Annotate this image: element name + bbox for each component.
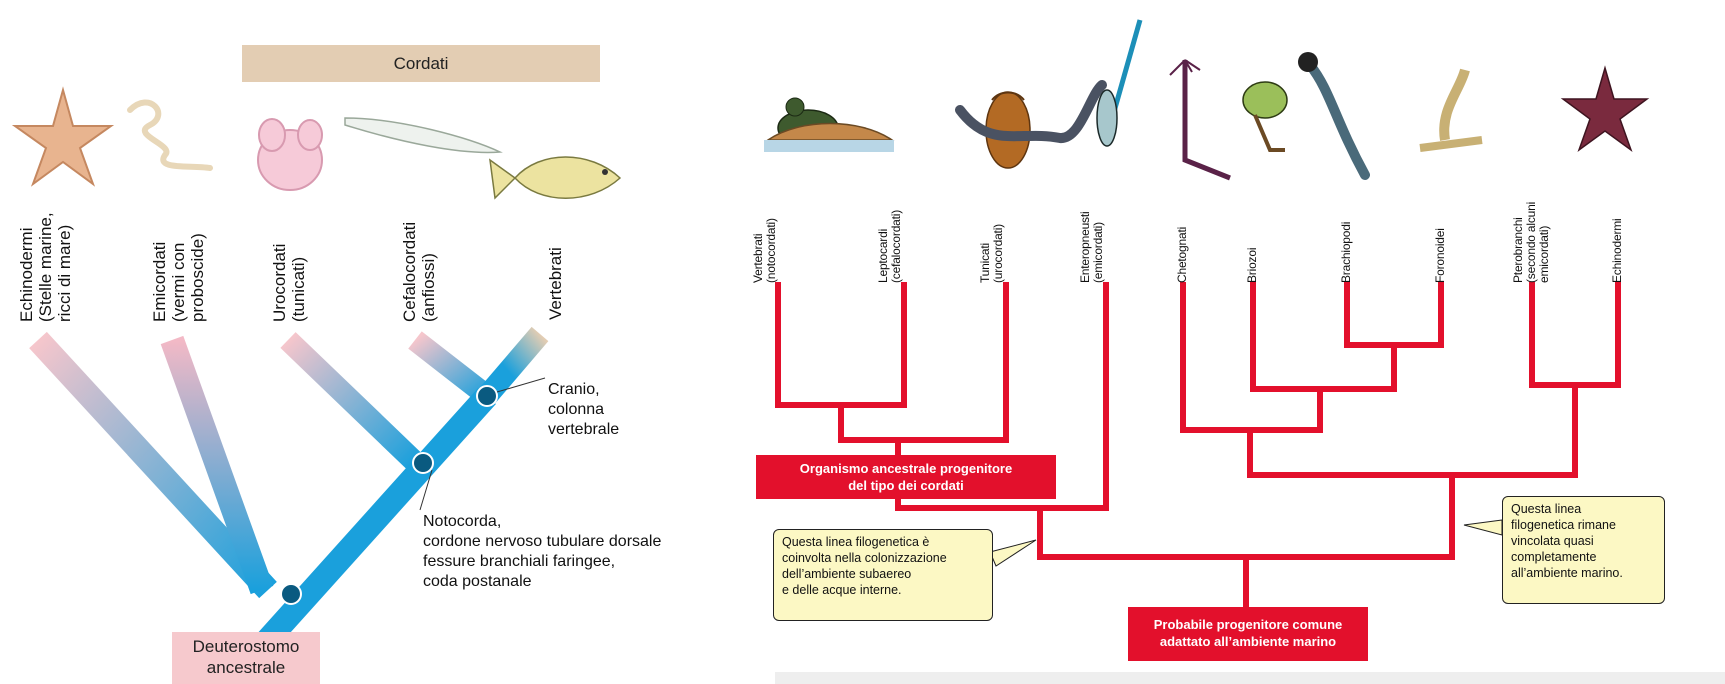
branch-emicordati [160,335,274,595]
annotation-notocorda: Notocorda, cordone nervoso tubulare dors… [423,513,662,590]
lancelet-icon [344,117,503,154]
branch-cefalocordati [408,331,494,405]
taxon-label-vertebrati: Vertebrati [546,247,565,320]
annotation-cranio: Cranio, colonna vertebrale [548,381,620,438]
chordate-ancestor-box: Organismo ancestrale progenitore del tip… [756,455,1056,499]
starfish-icon [1560,65,1650,153]
right-panel: Vertebrati (notocordati) Leptocardi (cef… [751,0,1725,684]
branch-urocordati [280,332,423,470]
pterobranch-icon [1419,68,1483,152]
taxon-label-cefalocordati: Cefalocordati (anfiossi) [400,221,438,322]
phoronid-icon [1298,52,1370,180]
fish-icon [489,156,622,200]
taxon-label-briozoi: Briozoi [1245,247,1259,283]
taxon-label-echinodermi: Echinodermi [1610,218,1624,284]
arrow-worm-icon [1096,19,1143,147]
taxon-label-foronoidei: Foronoidei [1433,228,1447,283]
brachiopod-icon [1242,81,1288,152]
taxon-label-echinodermi: Echinodermi (Stelle marine, ricci di mar… [17,212,74,322]
left-tree [11,86,622,684]
taxon-label-vertebrati: Vertebrati (notocordati) [751,218,778,283]
taxon-label-tunicati: Tunicati (urocordati) [978,224,1005,283]
starfish-icon [11,86,115,187]
taxon-label-enteropneusti: Enteropneusti (emicordati) [1078,211,1105,283]
taxon-label-leptocardi: Leptocardi (cefalocordati) [876,209,903,283]
common-ancestor-box: Probabile progenitore comune adattato al… [1128,607,1368,661]
callout-marine-lineage: Questa linea filogenetica rimane vincola… [1502,496,1665,604]
branch-echinodermi [29,331,277,599]
lancelet-icon [764,122,895,152]
taxon-label-brachiopodi: Brachiopodi [1339,221,1353,283]
taxon-label-pterobranchi: Pterobranchi (secondo alcuni emicordati) [1511,201,1551,283]
taxon-label-urocordati: Urocordati (tunicati) [270,243,308,322]
taxon-label-emicordati: Emicordati (vermi con proboscide) [150,233,207,322]
acorn-worm-icon [127,99,213,171]
left-panel: Cordati [0,0,760,684]
cordati-header: Cordati [242,45,600,82]
right-tree [764,19,1725,684]
tunicate-icon [985,91,1031,169]
branch-vertebrati [478,326,549,404]
taxon-label-chetognati: Chetognati [1175,226,1189,283]
root-label: Deuterostomo ancestrale [172,632,320,684]
bryozoan-icon [1169,59,1231,181]
acorn-worm-icon [955,80,1107,143]
node-cordati [412,452,434,474]
node-vertebrati [476,385,498,407]
callout-terrestrial-lineage: Questa linea filogenetica è coinvolta ne… [773,529,993,621]
node-deuterostomi [280,583,302,605]
tunicate-icon [257,118,323,191]
